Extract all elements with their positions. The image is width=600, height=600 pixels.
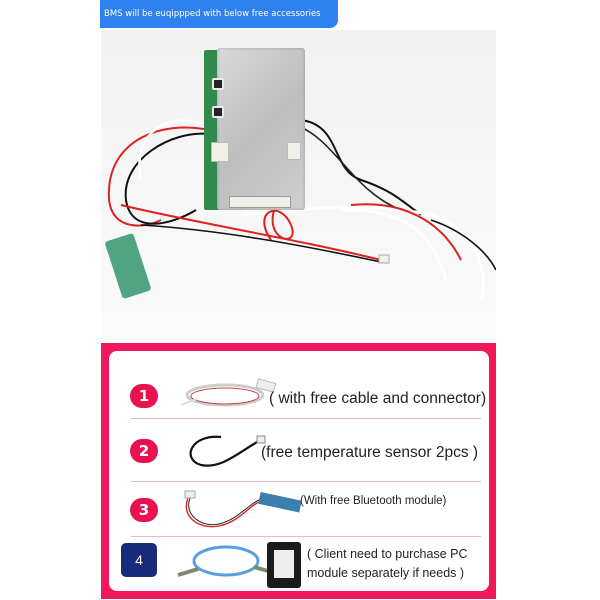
item-label-line2: module separately if needs ): [307, 566, 465, 580]
bluetooth-module-icon: [184, 490, 302, 528]
pc-module-icon: [267, 542, 301, 588]
item-label: (free temperature sensor 2pcs ): [261, 444, 479, 461]
list-item: 1 ( with free cable and connector): [109, 351, 489, 419]
product-photo: [101, 30, 496, 340]
divider: [131, 481, 481, 482]
wires-illustration: [107, 119, 496, 301]
item-label-line1: ( Client need to purchase PC: [307, 547, 468, 561]
item-label: ( Client need to purchase PC module sepa…: [307, 545, 468, 583]
item-label: ( with free cable and connector): [269, 390, 487, 407]
list-item: 3 (With free Bluetooth module): [109, 482, 489, 536]
balance-connector: [211, 142, 229, 162]
ntc-connector: [287, 142, 301, 160]
item-label: (With free Bluetooth module): [300, 495, 447, 507]
list-item: 2 (free temperature sensor 2pcs ): [109, 419, 489, 481]
accessories-frame: 1 ( with free cable and connector) 2 (fr…: [101, 343, 496, 599]
temperature-sensor-icon: [189, 435, 266, 467]
number-badge: 2: [130, 439, 158, 463]
divider: [131, 536, 481, 537]
mosfet-pad: [212, 106, 224, 118]
bottom-connector: [229, 196, 291, 208]
accessories-banner: BMS will be euqippped with below free ac…: [100, 0, 338, 28]
number-badge: 3: [130, 498, 158, 522]
bms-heatsink-plate: [217, 48, 305, 210]
usb-cable-icon: [177, 545, 269, 577]
accessories-list: 1 ( with free cable and connector) 2 (fr…: [109, 351, 489, 591]
number-badge: 1: [130, 384, 158, 408]
divider: [131, 418, 481, 419]
balance-cable-icon: [180, 378, 277, 407]
list-item: 4 ( Client need to purchase PC module se…: [109, 537, 489, 591]
number-badge: 4: [121, 543, 157, 577]
mosfet-pad: [212, 78, 224, 90]
